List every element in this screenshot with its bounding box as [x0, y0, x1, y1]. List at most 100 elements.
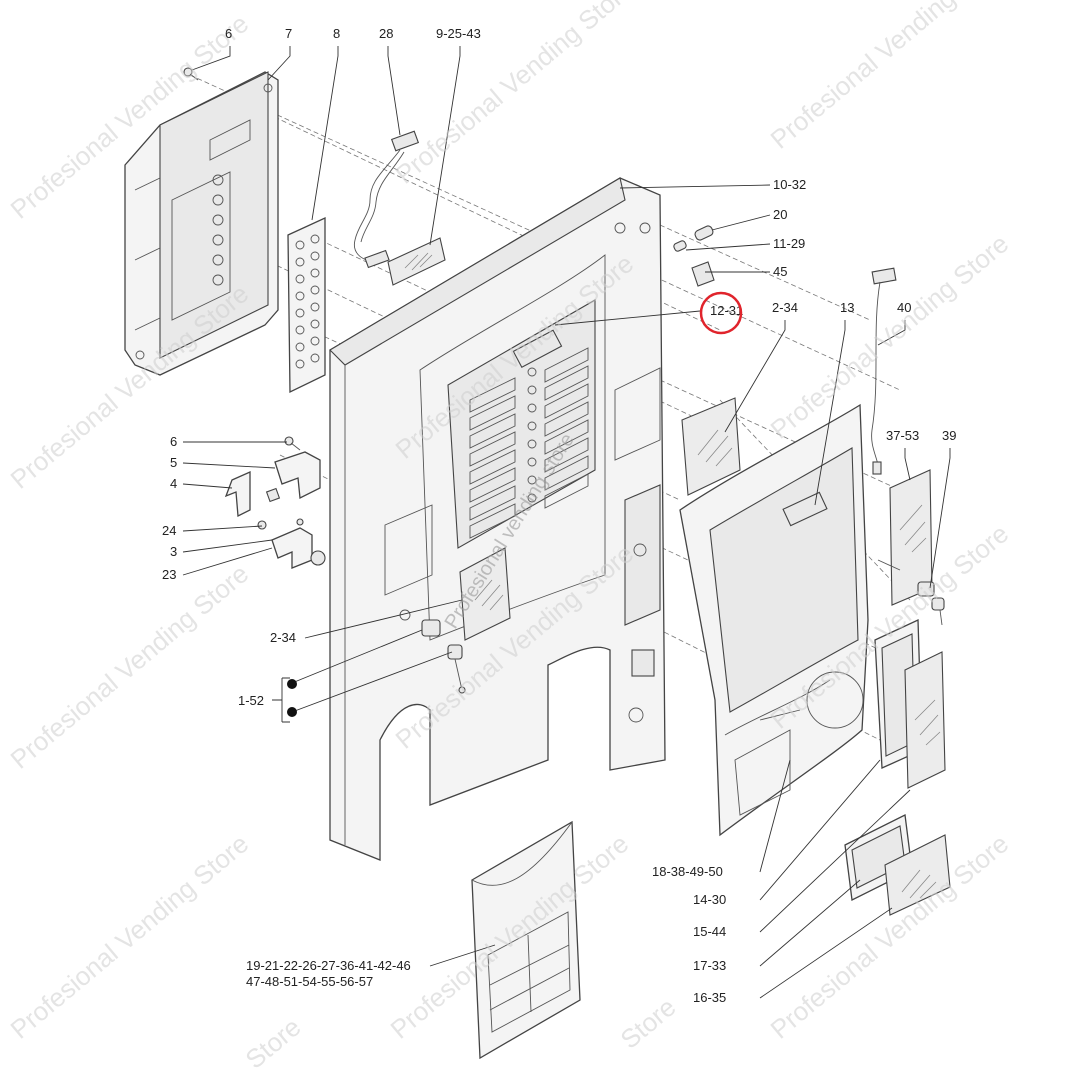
board-button-icon: [295, 257, 305, 267]
label-7: 7: [285, 26, 292, 41]
selection-button: [469, 449, 516, 485]
small-display-glass-part: [387, 237, 446, 286]
label-3: 3: [170, 544, 177, 559]
watermark-text: Profesional Vending Store: [390, 0, 640, 190]
label-6-top: 6: [225, 26, 232, 41]
cable-40-part: [871, 267, 897, 475]
label-20: 20: [773, 207, 787, 222]
label-16-35: 16-35: [693, 990, 726, 1005]
watermark-text: Profesional Vending Store: [765, 228, 1015, 444]
bullet-dot-2: [287, 707, 297, 717]
watermark-text: Profesional Vending Store: [765, 0, 1015, 155]
board-button-icon: [310, 234, 320, 244]
label-39: 39: [942, 428, 956, 443]
label-2-34-right: 2-34: [772, 300, 798, 315]
leader-lines: [182, 46, 951, 999]
board-button-icon: [310, 285, 320, 295]
main-front-frame-part: [329, 177, 666, 861]
label-37-53: 37-53: [886, 428, 919, 443]
board-button-icon: [295, 325, 305, 335]
watermark-text-short: Store: [240, 1012, 307, 1075]
board-button-icon: [295, 240, 305, 250]
watermark-text: Profesional Vending Store: [5, 828, 255, 1044]
board-button-icon: [295, 291, 305, 301]
selection-button: [544, 455, 589, 491]
label-5: 5: [170, 455, 177, 470]
board-button-icon: [310, 268, 320, 278]
selection-button: [469, 377, 516, 413]
board-button-icon: [310, 251, 320, 261]
bracket-assembly: [224, 436, 326, 569]
label-12-31: 12-31: [710, 303, 743, 318]
selection-button: [544, 347, 589, 383]
selection-button: [544, 401, 589, 437]
button-board-part: [287, 216, 326, 394]
board-button-icon: [295, 342, 305, 352]
part-number-labels: 6 7 8 28 9-25-43 10-32 20 11-29 45 12-31…: [162, 26, 956, 1005]
label-45: 45: [773, 264, 787, 279]
watermark-text: Profesional Vending Store: [5, 558, 255, 774]
label-15-44: 15-44: [693, 924, 726, 939]
selection-led-icon: [527, 493, 537, 503]
wire-harness-part: [353, 130, 420, 269]
label-14-30: 14-30: [693, 892, 726, 907]
panel-15-44-part: [904, 651, 946, 789]
label-6-mid: 6: [170, 434, 177, 449]
label-10-32: 10-32: [773, 177, 806, 192]
selection-button: [544, 383, 589, 419]
glass-16-35-part: [884, 834, 951, 916]
selection-button: [469, 431, 516, 467]
selection-led-icon: [527, 367, 537, 377]
right-glass-part: [681, 397, 741, 496]
label-40: 40: [897, 300, 911, 315]
watermark-text-short: Store: [615, 992, 682, 1055]
documentation-bag-part: [471, 820, 581, 1060]
label-1-52: 1-52: [238, 693, 264, 708]
bullet-dot-1: [287, 679, 297, 689]
label-8: 8: [333, 26, 340, 41]
board-button-icon: [310, 319, 320, 329]
selection-led-icon: [527, 421, 537, 431]
highlight-circle: [699, 291, 743, 335]
center-glass-part: [459, 547, 511, 641]
selection-led-icon: [527, 439, 537, 449]
label-24: 24: [162, 523, 176, 538]
board-button-icon: [295, 359, 305, 369]
label-17-33: 17-33: [693, 958, 726, 973]
selection-button: [544, 419, 589, 455]
label-23: 23: [162, 567, 176, 582]
selection-led-icon: [527, 457, 537, 467]
front-door-part: [679, 403, 869, 837]
label-28: 28: [379, 26, 393, 41]
key-lock-part: [421, 619, 466, 694]
selection-button: [544, 437, 589, 473]
selection-button: [544, 473, 589, 509]
label-2-34-left: 2-34: [270, 630, 296, 645]
board-button-icon: [310, 353, 320, 363]
selection-led-icon: [527, 385, 537, 395]
rear-panel-part: [124, 71, 279, 376]
selection-led-icon: [527, 475, 537, 485]
selection-button: [469, 503, 516, 539]
selection-button: [544, 365, 589, 401]
label-4: 4: [170, 476, 177, 491]
selection-button: [469, 413, 516, 449]
label-19-group-line2: 47-48-51-54-55-56-57: [246, 974, 373, 989]
selection-button: [469, 395, 516, 431]
label-13: 13: [840, 300, 854, 315]
selection-button: [469, 467, 516, 503]
label-9-25-43: 9-25-43: [436, 26, 481, 41]
board-button-icon: [295, 308, 305, 318]
selection-led-icon: [527, 403, 537, 413]
board-button-icon: [295, 274, 305, 284]
pins-group: [673, 225, 715, 287]
label-18-38-49-50: 18-38-49-50: [652, 864, 723, 879]
selection-button: [469, 485, 516, 521]
label-19-group-line1: 19-21-22-26-27-36-41-42-46: [246, 958, 411, 973]
board-button-icon: [310, 302, 320, 312]
label-11-29: 11-29: [773, 236, 805, 251]
board-button-icon: [310, 336, 320, 346]
screw-top: [183, 67, 199, 81]
